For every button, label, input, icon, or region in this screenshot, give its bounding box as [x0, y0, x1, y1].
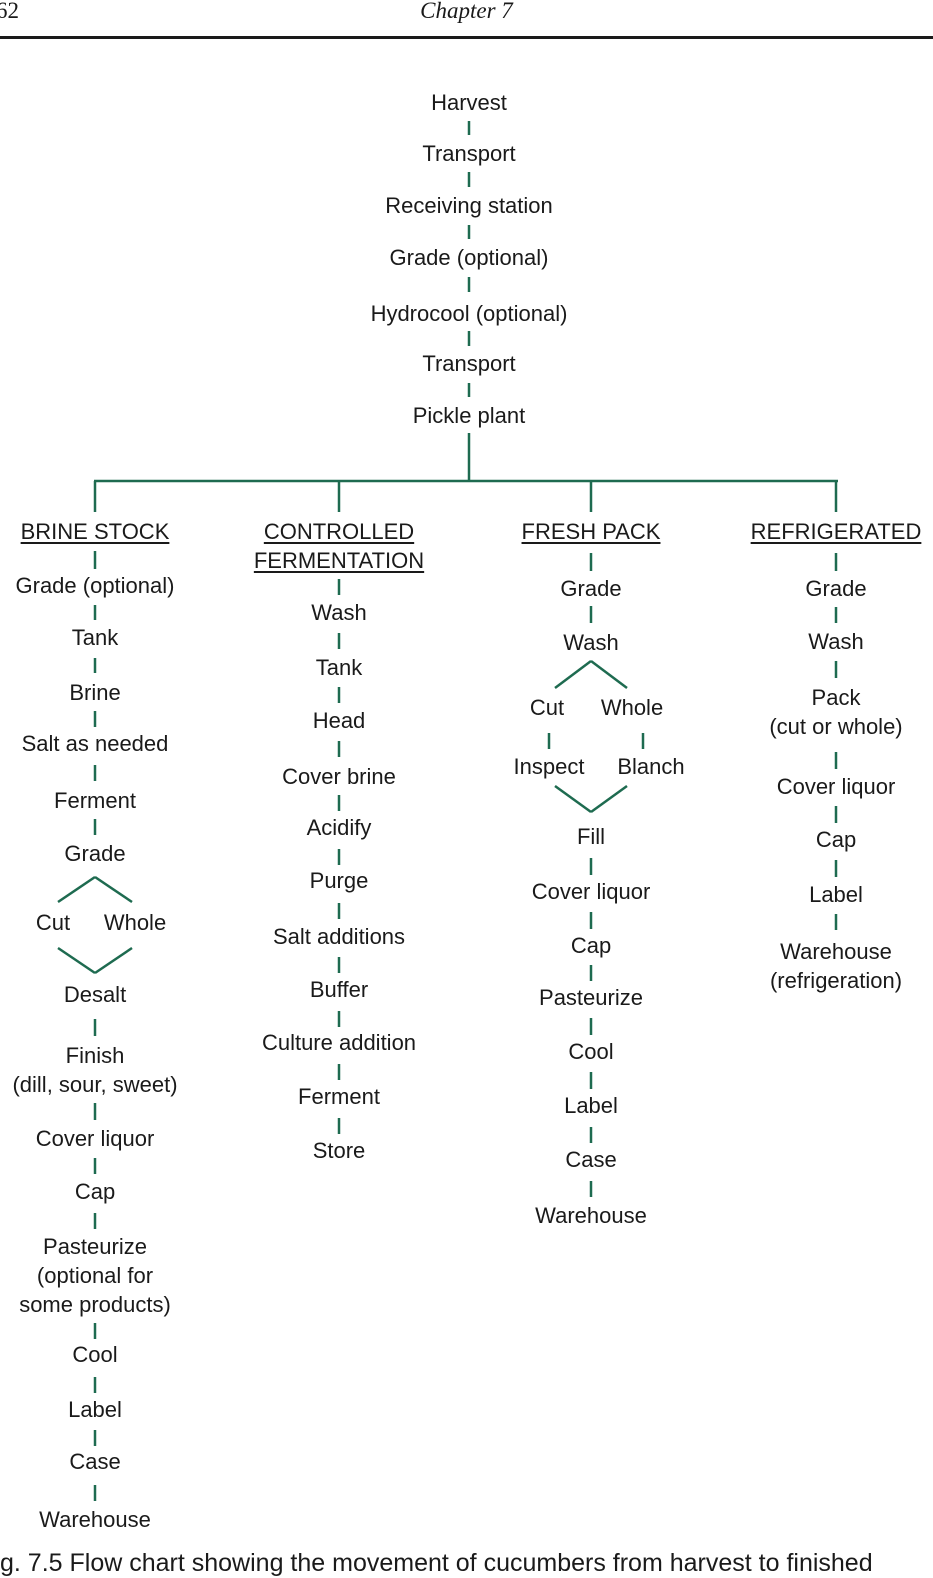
fermentation-step: Wash — [311, 600, 367, 625]
fresh-branch-cut: Cut — [529, 695, 565, 720]
branch-title-fresh-pack: FRESH PACK — [521, 519, 661, 544]
fresh-step: Fill — [576, 824, 606, 849]
refrigerated-step: Warehouse(refrigeration) — [769, 939, 903, 993]
split-join — [94, 946, 133, 975]
fresh-branch-inspect: Inspect — [513, 754, 585, 779]
fermentation-step: Cover brine — [282, 764, 396, 789]
brine-step: Tank — [71, 625, 119, 650]
brine-split-whole: Whole — [103, 910, 167, 935]
split-join — [57, 946, 96, 975]
trunk-step-harvest: Harvest — [431, 90, 507, 115]
fermentation-step: Salt additions — [272, 924, 406, 949]
fermentation-step: Store — [312, 1138, 366, 1163]
brine-step: Salt as needed — [21, 731, 169, 756]
fresh-step: Cap — [570, 933, 612, 958]
trunk-step-transport-2: Transport — [422, 351, 516, 376]
brine-step: Cover liquor — [35, 1126, 155, 1151]
fresh-branch-whole: Whole — [600, 695, 664, 720]
figure-caption: g. 7.5 Flow chart showing the movement o… — [0, 1549, 873, 1577]
trunk-step-receiving-station: Receiving station — [385, 193, 553, 218]
brine-split-cut: Cut — [35, 910, 71, 935]
refrigerated-step: Pack(cut or whole) — [769, 685, 903, 739]
header-rule — [0, 36, 933, 39]
fresh-step: Pasteurize — [539, 985, 643, 1010]
split-join — [590, 784, 628, 814]
fermentation-step: Culture addition — [261, 1030, 417, 1055]
fermentation-step: Head — [312, 708, 366, 733]
refrigerated-step: Cap — [815, 827, 857, 852]
brine-step: Case — [69, 1449, 121, 1474]
fermentation-step: Purge — [309, 868, 369, 893]
split-join — [57, 875, 96, 904]
refrigerated-step: Cover liquor — [776, 774, 896, 799]
fresh-step: Case — [565, 1147, 617, 1172]
branch-title-refrigerated: REFRIGERATED — [750, 519, 922, 544]
brine-step: Cap — [74, 1179, 116, 1204]
brine-step: Grade — [64, 841, 126, 866]
brine-step: Ferment — [54, 788, 136, 813]
brine-step: Finish(dill, sour, sweet) — [12, 1043, 178, 1097]
split-join — [554, 784, 592, 814]
trunk-step-grade: Grade (optional) — [389, 245, 549, 270]
refrigerated-step: Wash — [808, 629, 864, 654]
fresh-step: Warehouse — [535, 1203, 647, 1228]
fresh-step: Wash — [563, 630, 619, 655]
page-number: 62 — [0, 0, 19, 23]
branch-title-brine-stock: BRINE STOCK — [20, 519, 170, 544]
brine-step: Warehouse — [39, 1507, 151, 1532]
fresh-branch-blanch: Blanch — [617, 754, 685, 779]
fermentation-step: Acidify — [306, 815, 372, 840]
fermentation-step: Buffer — [309, 977, 369, 1002]
brine-step: Grade (optional) — [15, 573, 175, 598]
split-join — [590, 660, 628, 689]
fresh-step: Label — [564, 1093, 618, 1118]
brine-step: Desalt — [63, 982, 127, 1007]
fresh-step: Grade — [560, 576, 622, 601]
trunk-step-pickle-plant: Pickle plant — [412, 403, 526, 428]
brine-step: Label — [68, 1397, 122, 1422]
refrigerated-step: Label — [809, 882, 863, 907]
split-join — [554, 660, 592, 689]
fermentation-step: Ferment — [298, 1084, 380, 1109]
split-join — [94, 875, 133, 904]
refrigerated-step: Grade — [805, 576, 867, 601]
brine-step: Brine — [69, 680, 121, 705]
trunk-step-transport-1: Transport — [422, 141, 516, 166]
chapter-title: Chapter 7 — [420, 0, 513, 23]
brine-step: Cool — [72, 1342, 118, 1367]
fresh-step: Cover liquor — [531, 879, 651, 904]
fermentation-step: Tank — [315, 655, 363, 680]
trunk-step-hydrocool: Hydrocool (optional) — [370, 301, 568, 326]
fresh-step: Cool — [568, 1039, 614, 1064]
